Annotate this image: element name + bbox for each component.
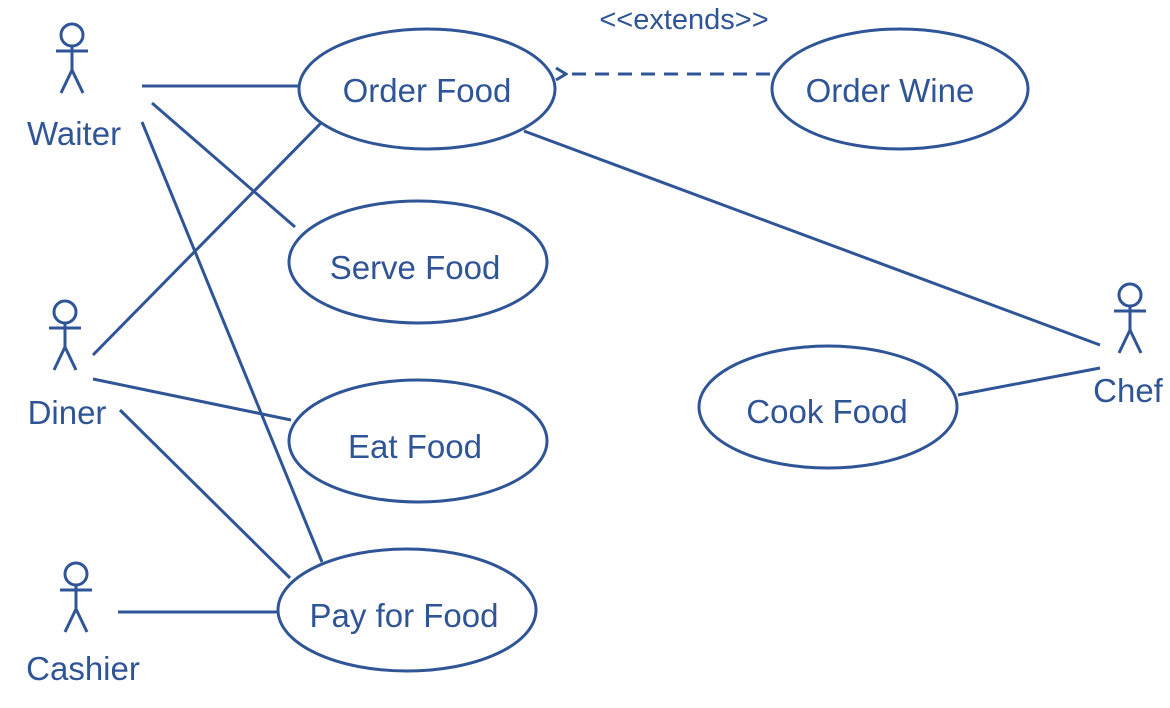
actor-diner: Diner bbox=[28, 299, 107, 431]
assoc-diner-pay-for-food bbox=[118, 408, 292, 580]
stick-figure-icon bbox=[56, 22, 88, 94]
use-case-serve-food: Serve Food bbox=[287, 199, 549, 325]
extends-label: <<extends>> bbox=[599, 4, 768, 36]
stick-figure-icon bbox=[60, 561, 92, 633]
actor-waiter: Waiter bbox=[27, 22, 121, 152]
use-case-cook-food-label: Cook Food bbox=[746, 393, 907, 430]
use-case-pay-for-food: Pay for Food bbox=[276, 547, 538, 673]
actor-chef: Chef bbox=[1093, 282, 1164, 409]
use-case-order-food-label: Order Food bbox=[343, 72, 512, 109]
assoc-diner-eat-food bbox=[92, 377, 292, 422]
use-case-cook-food: Cook Food bbox=[697, 344, 959, 470]
assoc-waiter-pay-for-food bbox=[140, 121, 324, 563]
use-case-eat-food-label: Eat Food bbox=[348, 428, 482, 465]
stick-figure-icon bbox=[1114, 282, 1146, 354]
actor-diner-label: Diner bbox=[28, 394, 107, 431]
assoc-diner-order-food bbox=[91, 120, 324, 357]
use-case-order-wine-label: Order Wine bbox=[806, 72, 975, 109]
use-case-order-food: Order Food bbox=[297, 27, 557, 151]
assoc-waiter-serve-food bbox=[151, 101, 296, 229]
stick-figure-icon bbox=[49, 299, 81, 371]
actor-cashier-label: Cashier bbox=[26, 650, 140, 687]
assoc-chef-order-food bbox=[523, 129, 1101, 347]
assoc-chef-cook-food bbox=[957, 366, 1101, 397]
use-case-serve-food-label: Serve Food bbox=[330, 249, 501, 286]
actor-waiter-label: Waiter bbox=[27, 115, 121, 152]
use-case-pay-for-food-label: Pay for Food bbox=[310, 597, 499, 634]
use-case-order-wine: Order Wine bbox=[770, 27, 1030, 151]
use-case-eat-food: Eat Food bbox=[287, 378, 549, 504]
actor-cashier: Cashier bbox=[26, 561, 140, 687]
actor-chef-label: Chef bbox=[1093, 372, 1164, 409]
